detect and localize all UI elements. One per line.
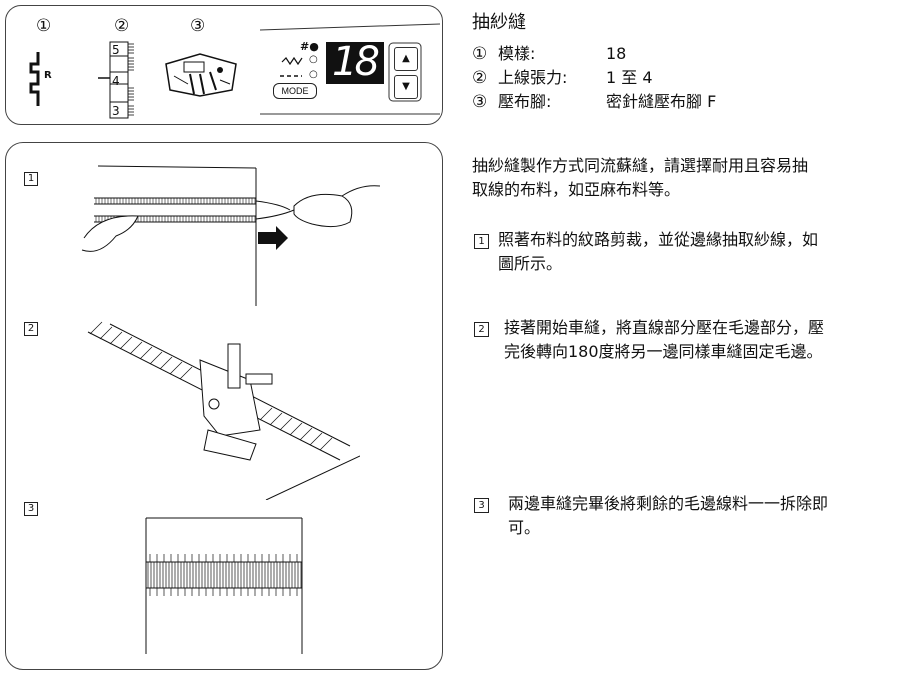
stitch-symbol-label: R [44,70,52,81]
presser-foot-icon [165,53,237,97]
step-line: 圖所示。 [498,254,563,273]
step-3-marker: 3 [24,502,38,516]
tension-dial-4: 4 [112,74,120,88]
step-1-text-marker: 1 [474,234,489,249]
spec-key: 模樣: [498,44,536,63]
spec-pattern: ① 模樣: 18 [472,40,627,64]
pattern-number-marker: ① [36,16,52,36]
step-line: 完後轉向180度將另一邊同樣車縫固定毛邊。 [504,342,823,361]
spec-key: 上線張力: [498,68,568,87]
spec-tension: ② 上線張力: 1 至 4 [472,64,653,88]
spec-number: ① [472,44,488,64]
sewing-fringe-illustration [87,321,360,500]
presser-foot-number-marker: ③ [190,16,206,36]
pattern-indicator-wave: ○ [309,54,318,65]
spec-value: 18 [606,44,627,63]
step-line: 可。 [508,518,541,537]
step-3-text-marker: 3 [474,498,489,513]
tension-dial-icon [98,41,134,119]
finished-hemstitch-illustration [145,517,303,654]
pattern-indicator-hash: #● [300,40,319,53]
intro-line: 抽紗縫製作方式同流蘇縫，請選擇耐用且容易抽 [472,156,809,175]
spec-presser-foot: ③ 壓布腳: 密針縫壓布腳 F [472,88,717,112]
step-3-text: 兩邊車縫完畢後將剩餘的毛邊線料一一拆除即 可。 [508,492,828,540]
spec-number: ② [472,68,488,88]
display-frame [260,23,440,115]
spec-value: 1 至 4 [606,68,653,87]
spec-key: 壓布腳: [498,92,552,111]
pull-threads-illustration [81,165,380,306]
intro-paragraph: 抽紗縫製作方式同流蘇縫，請選擇耐用且容易抽 取線的布料，如亞麻布料等。 [472,154,808,202]
led-display [326,42,384,84]
spec-value: 密針縫壓布腳 F [606,92,717,111]
pattern-down-button[interactable]: ▼ [394,75,418,99]
tension-dial-5: 5 [112,43,120,57]
step-line: 照著布料的紋路剪裁，並從邊緣抽取紗線，如 [498,230,819,249]
pattern-display-value: 18 [332,39,380,85]
step-2-marker: 2 [24,322,38,336]
tension-number-marker: ② [114,16,130,36]
intro-line: 取線的布料，如亞麻布料等。 [472,180,681,199]
page-title: 抽紗縫 [472,12,526,33]
step-1-marker: 1 [24,172,38,186]
step-1-text: 照著布料的紋路剪裁，並從邊緣抽取紗線，如 圖所示。 [498,228,818,276]
step-line: 接著開始車縫，將直線部分壓在毛邊部分，壓 [504,318,825,337]
step-line: 兩邊車縫完畢後將剩餘的毛邊線料一一拆除即 [508,494,829,513]
tension-dial-3: 3 [112,104,120,118]
mode-button[interactable]: MODE [273,83,317,99]
spec-number: ③ [472,92,488,112]
pattern-indicator-dash: ○ [309,69,318,80]
step-2-text-marker: 2 [474,322,489,337]
step-2-text: 接著開始車縫，將直線部分壓在毛邊部分，壓 完後轉向180度將另一邊同樣車縫固定毛… [504,316,824,364]
pattern-up-button[interactable]: ▲ [394,47,418,71]
stitch-symbol-icon [29,52,40,106]
